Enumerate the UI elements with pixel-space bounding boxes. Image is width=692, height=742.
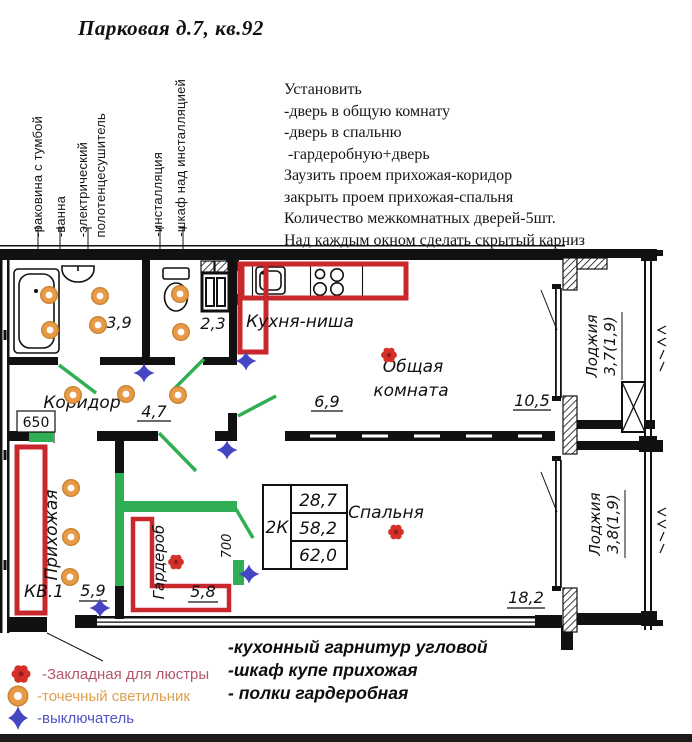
spot-light-icon: [61, 568, 79, 586]
furniture-note-line: -шкаф купе прихожая: [228, 660, 418, 680]
furniture-note-line: - полки гардеробная: [228, 683, 409, 703]
kitchen-sink: [255, 266, 286, 295]
label-leader-marks: [34, 227, 187, 250]
label-cabinet: -шкаф над инсталляцией: [173, 79, 188, 237]
room-label-living-2: комната: [373, 381, 448, 401]
bedroom-door: [157, 431, 198, 473]
spot-light-icon: [40, 286, 58, 304]
bath-fixtures: [13, 265, 231, 354]
room-label-hall: Прихожая: [42, 489, 62, 580]
room-area-loggia-top: 3,7(1,9): [601, 316, 619, 375]
dim-wc: 2,3: [200, 314, 225, 333]
room-label-corridor: Коридор: [43, 393, 120, 413]
label-installation: -инсталляция: [150, 152, 165, 237]
new-walls-green: [29, 430, 244, 586]
install-note-line: Над каждым окном сделать скрытый карниз: [284, 231, 585, 249]
install-note-line: Заузить проем прихожая-коридор: [284, 167, 513, 184]
furniture-notes: -кухонный гарнитур угловой -шкаф купе пр…: [228, 636, 488, 705]
install-note-line: Количество межкомнатных дверей-5шт.: [284, 210, 556, 227]
loggia-window: [621, 381, 646, 433]
dim-bathroom: 3,9: [106, 313, 131, 332]
chandelier-mount-icon: [388, 524, 404, 540]
stove: [314, 268, 326, 280]
legend-item-chandelier: -Закладная для люстры: [7, 660, 209, 688]
spot-light-icon: [64, 386, 82, 404]
install-note-line: -дверь в спальню: [284, 124, 402, 141]
spot-light-icon: [62, 528, 80, 546]
living-door: [237, 394, 277, 418]
spot-light-icon: [41, 321, 59, 339]
label-sink: -раковина с тумбой: [30, 116, 45, 237]
furniture-note-line: -кухонный гарнитур угловой: [228, 637, 488, 657]
dim-corridor: 4,7: [141, 402, 167, 421]
kitchen-counter-corner: [237, 261, 269, 355]
hatched-walls: [200, 257, 608, 633]
dim-wardrobe: 5,8: [190, 582, 215, 601]
table-row-1: 58,2: [299, 519, 337, 539]
wc-door: [171, 357, 206, 392]
dim-650: 650: [23, 415, 50, 431]
chandelier-mount-icon: [168, 554, 184, 570]
bathroom-door: [57, 363, 98, 395]
table-type: 2К: [266, 518, 290, 538]
table-row-0: 28,7: [299, 491, 337, 511]
door-leaves: [57, 357, 277, 539]
apartment-label: КВ.1: [24, 582, 64, 602]
room-label-bedroom: Спальня: [348, 503, 424, 523]
kitchen-appliances: [251, 263, 364, 299]
label-towel-rail-2: полотенцесушитель: [93, 112, 108, 237]
wall-axis-dashes: [310, 434, 542, 438]
sink: [61, 265, 95, 283]
room-area-loggia-bottom: 3,8(1,9): [604, 494, 622, 553]
install-note-line: закрыть проем прихожая-спальня: [284, 188, 514, 206]
switch-icon: [133, 363, 155, 383]
room-label-loggia-bottom: Лоджия: [586, 492, 604, 556]
install-note-line: Установить: [284, 81, 362, 98]
room-label-living-1: Общая: [383, 357, 444, 377]
legend-label-chandelier: -Закладная для люстры: [42, 665, 210, 683]
install-note-line: -гардеробную+дверь: [284, 145, 430, 163]
dim-700: 700: [220, 534, 235, 559]
dim-living-2: 10,5: [514, 391, 550, 410]
label-bath: -ванна: [53, 195, 68, 237]
page-title: Парковая д.7, кв.92: [78, 16, 264, 40]
install-notes: Установить -дверь в общую комнату -дверь…: [284, 79, 585, 251]
bottom-border: [0, 734, 692, 742]
dim-650-box: 650: [16, 410, 56, 433]
bathtub: [13, 268, 60, 354]
switch-icon: [8, 706, 28, 730]
hall-wardrobe: [14, 444, 48, 616]
legend-label-switch: -выключатель: [37, 709, 135, 727]
info-table: [262, 484, 348, 570]
dim-living: 6,9: [314, 392, 339, 411]
edge-ticks: [656, 325, 667, 554]
legend-item-spotlight: -точечный светильник: [6, 684, 190, 708]
spot-light-icon: [169, 386, 187, 404]
furniture-red: [14, 261, 409, 616]
room-label-wardrobe: Гардероб: [150, 525, 168, 600]
room-label-loggia-top: Лоджия: [583, 314, 601, 378]
spot-light-icon: [7, 685, 29, 707]
spot-light-icon: [91, 287, 109, 305]
spot-light-icon: [62, 479, 80, 497]
room-label-kitchen: Кухня-ниша: [246, 312, 354, 332]
toilet: [162, 267, 190, 280]
dim-bedroom: 18,2: [508, 588, 544, 607]
spot-light-icon: [89, 316, 107, 334]
legend-label-spotlight: -точечный светильник: [37, 687, 190, 705]
spot-light-icon: [117, 385, 135, 403]
wardrobe-door: [231, 503, 255, 539]
label-towel-rail-1: -электрический: [75, 141, 90, 237]
switch-icon: [216, 440, 238, 460]
spot-light-icon: [171, 285, 189, 303]
dim-hall: 5,9: [80, 581, 105, 600]
legend-item-switch: -выключатель: [6, 705, 134, 731]
wardrobe-shelves: [130, 516, 232, 613]
chandelier-mount-icon: [11, 665, 31, 683]
table-row-2: 62,0: [299, 546, 337, 566]
install-note-line: -дверь в общую комнату: [284, 102, 451, 120]
spot-light-icon: [172, 323, 190, 341]
